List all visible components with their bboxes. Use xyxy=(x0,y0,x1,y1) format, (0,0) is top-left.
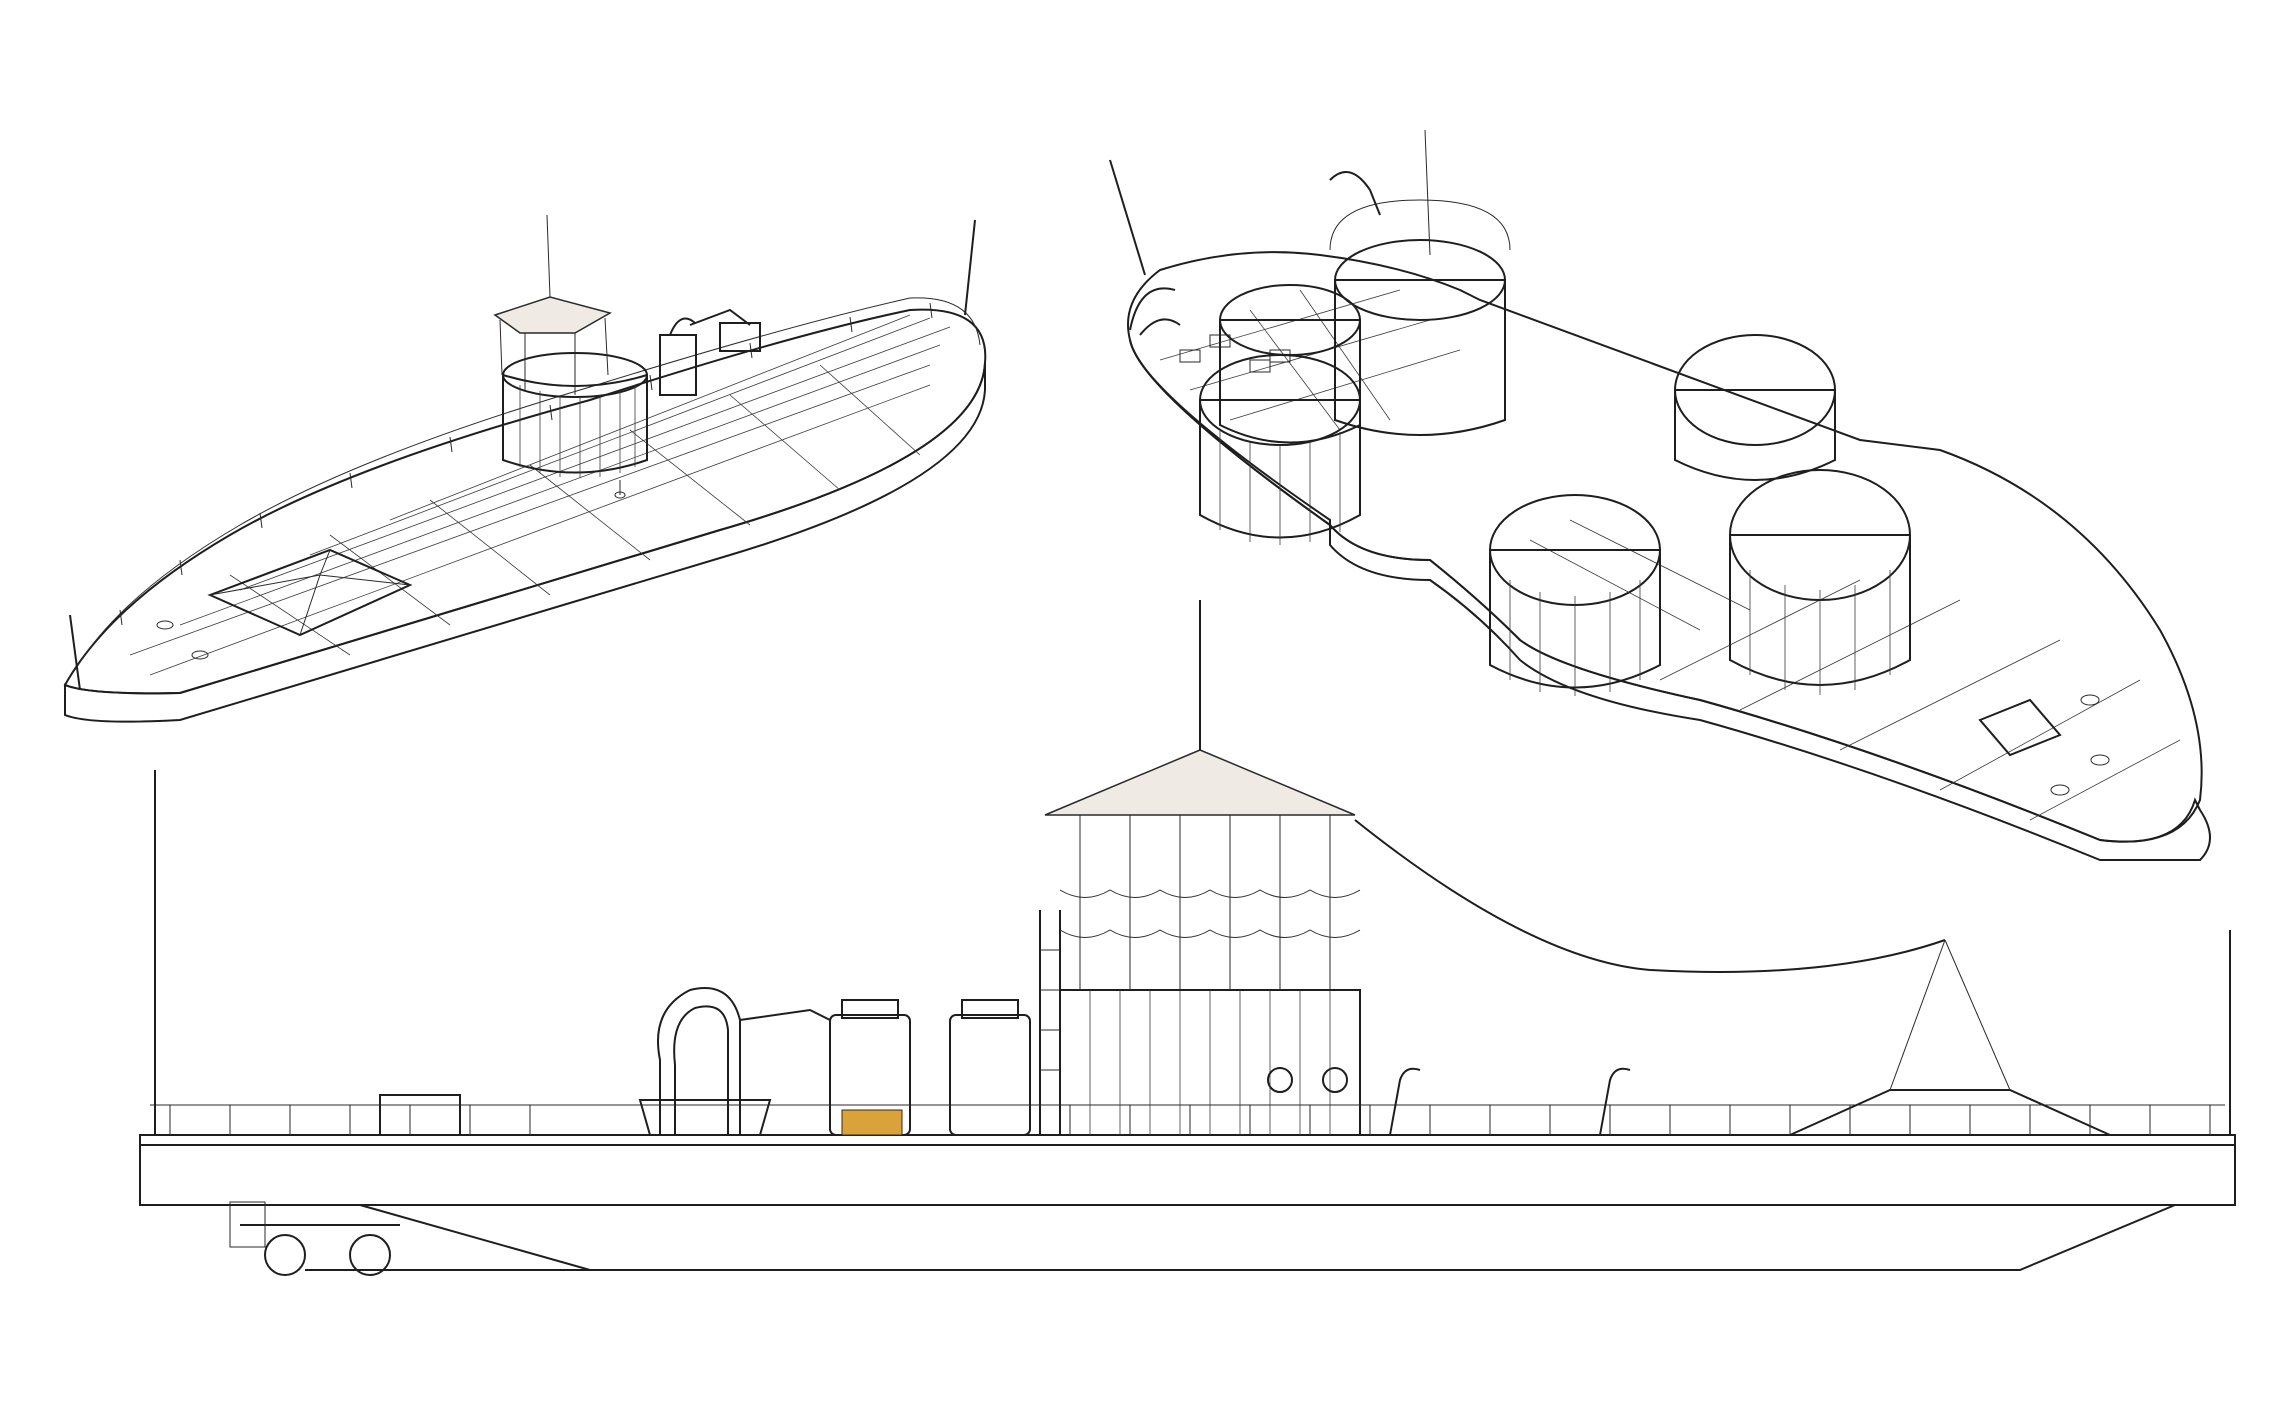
side-tank-2 xyxy=(949,999,1031,1136)
tank-mid-left xyxy=(1199,354,1361,545)
tanker-bollards xyxy=(2050,694,2110,796)
deck-crane xyxy=(638,987,831,1136)
deck-edge xyxy=(139,1134,2236,1146)
porthole-2 xyxy=(1322,1067,1348,1093)
tank-tall-center xyxy=(1329,129,1511,436)
tanker-perspective-view xyxy=(1100,129,2220,880)
bow-mast-right xyxy=(1109,159,1146,276)
deck-machinery xyxy=(659,308,761,396)
hull-lower xyxy=(359,1204,2176,1271)
tank-railing-ring xyxy=(1329,199,1511,251)
vent-1 xyxy=(1389,1067,1421,1136)
vent-2 xyxy=(1599,1067,1631,1136)
tank-right-aft xyxy=(1674,334,1836,481)
tanker-perspective-drawing xyxy=(1109,129,2211,861)
tanker-deck xyxy=(1127,251,2203,843)
side-tower xyxy=(1039,600,1361,1136)
main-deck xyxy=(63,308,987,695)
tower-canopy xyxy=(1044,749,1356,816)
turret-tower xyxy=(493,214,648,478)
bow-mast xyxy=(69,614,81,691)
crane-boat xyxy=(638,1099,772,1136)
barge-perspective-view-left xyxy=(30,214,1000,745)
porthole-1 xyxy=(1267,1067,1293,1093)
propeller-1 xyxy=(264,1234,306,1276)
deck-locker xyxy=(379,1094,461,1136)
pyramid-hatch-side xyxy=(1789,1089,2111,1136)
propeller-assembly xyxy=(229,1201,590,1276)
tower-railing xyxy=(1059,815,1361,990)
tank-fore-right xyxy=(1729,469,1911,695)
barge-perspective-drawing xyxy=(63,214,987,723)
accent-box xyxy=(841,1109,903,1136)
hull-upper-band xyxy=(139,1144,2236,1206)
propeller-2 xyxy=(349,1234,391,1276)
turret-canopy xyxy=(493,296,612,334)
crane-arm xyxy=(1329,171,1381,216)
hose-fittings xyxy=(1129,287,1181,336)
side-elevation-drawing xyxy=(139,600,2236,1276)
stay-cable xyxy=(1354,819,1946,973)
pyramid-hatch-ridges xyxy=(209,549,411,636)
bollards xyxy=(156,480,626,660)
tower-ladder xyxy=(1039,910,1061,1135)
deck-box xyxy=(1978,698,2062,757)
side-railing-posts xyxy=(169,1105,2211,1135)
barge-side-elevation-view xyxy=(130,590,2260,1290)
stern-mast xyxy=(964,219,976,316)
railing-posts xyxy=(119,302,933,626)
tank-fore-left xyxy=(1489,494,1661,696)
side-tank-1 xyxy=(829,999,911,1136)
